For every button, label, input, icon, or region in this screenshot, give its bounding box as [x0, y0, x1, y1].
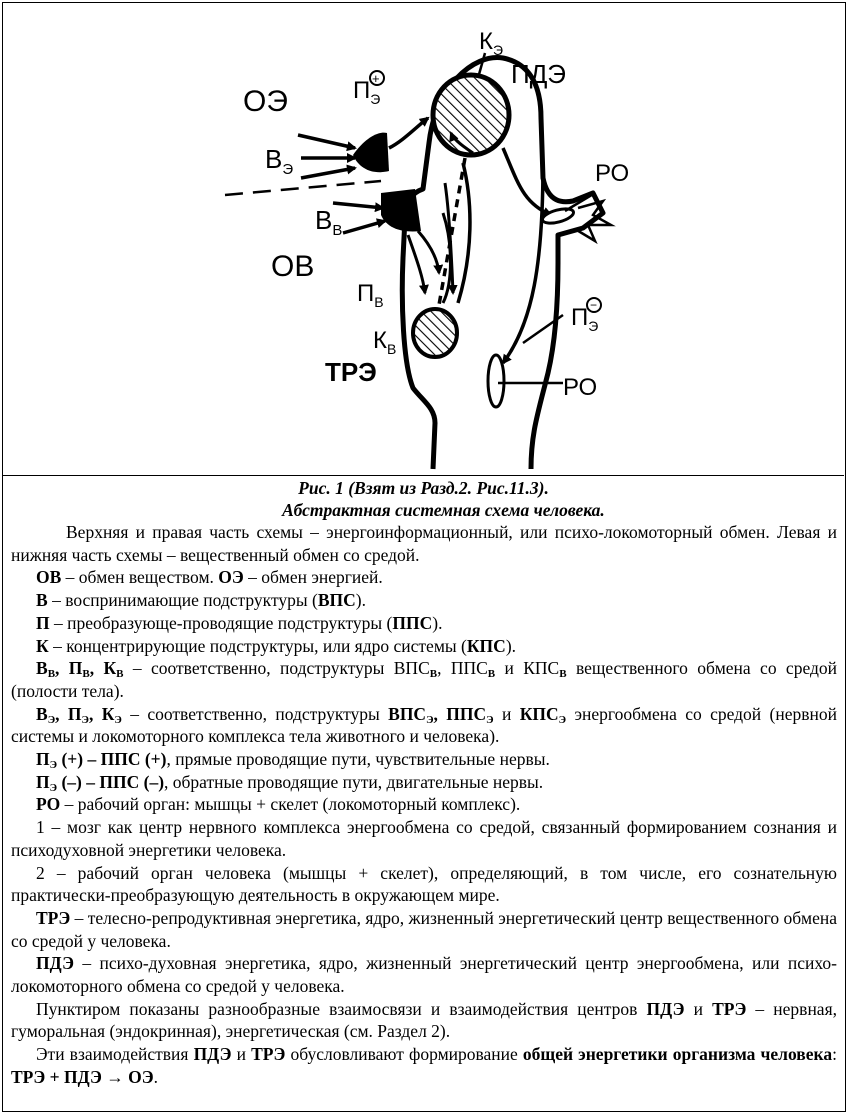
def-pe-plus: ПЭ (+) – ППС (+), прямые проводящие пути…: [36, 749, 550, 772]
label-ro-bottom: РО: [563, 374, 597, 401]
description-cell: Рис. 1 (Взят из Разд.2. Рис.11.3). Абстр…: [3, 477, 844, 1089]
figure-cell: ОЭ ОВ ВЭ ВВ ПЭ + ПЭ − ПВ КЭ КВ ПДЭ ТРЭ Р…: [3, 3, 844, 476]
label-kv: КВ: [373, 327, 396, 357]
minus-circle: [586, 297, 602, 313]
item-1: 1 – мозг как центр нервного комплекса эн…: [11, 817, 837, 860]
item-2: 2 – рабочий орган человека (мышцы + скел…: [11, 862, 837, 906]
def-pde: ПДЭ – психо-духовная энергетика, ядро, ж…: [11, 953, 837, 997]
dotted-note: Пунктиром показаны разнообразные взаимос…: [11, 998, 838, 1042]
def-tre: ТРЭ – телесно-репродуктивная энергетика,…: [11, 907, 837, 951]
label-ro-top: РО: [595, 160, 629, 187]
final-paragraph: Эти взаимодействия ПДЭ и ТРЭ обусловлива…: [11, 1044, 837, 1087]
label-pe-minus: ПЭ: [571, 304, 598, 334]
tre-core: [411, 307, 459, 359]
def-k: К – концентрирующие подструктуры, или яд…: [36, 635, 517, 656]
system-diagram: ОЭ ОВ ВЭ ВВ ПЭ + ПЭ − ПВ КЭ КВ ПДЭ ТРЭ Р…: [224, 28, 629, 470]
def-b: В – воспринимающие подструктуры (ВПС).: [36, 590, 366, 611]
label-ov: ОВ: [271, 250, 314, 283]
def-pe-minus: ПЭ (–) – ППС (–), обратные проводящие пу…: [36, 771, 544, 794]
def-p: П – преобразующе-проводящие подструктуры…: [36, 612, 443, 633]
minus-sign: −: [590, 298, 597, 312]
working-organ-bottom: [486, 353, 506, 409]
label-pde: ПДЭ: [511, 59, 566, 89]
label-pe-plus: ПЭ: [353, 77, 380, 107]
label-tre: ТРЭ: [325, 357, 377, 387]
figure-caption-line1: Рис. 1 (Взят из Разд.2. Рис.11.3).: [298, 478, 549, 498]
label-ke: КЭ: [479, 28, 503, 58]
figure-caption-line2: Абстрактная системная схема человека.: [282, 500, 605, 520]
plus-sign: +: [372, 71, 380, 86]
dotted-link: [437, 157, 467, 306]
sensory-node-matter: [381, 189, 421, 232]
def-matter-substructures: ВВ, ПВ, КВ – соответственно, подструктур…: [11, 658, 838, 701]
def-ov-oe: ОВ – обмен веществом. ОЭ – обмен энергие…: [36, 567, 383, 588]
label-vv: ВВ: [315, 205, 342, 239]
label-ve: ВЭ: [265, 144, 293, 178]
body-outline: [399, 55, 606, 470]
def-ro: РО – рабочий орган: мышцы + скелет (локо…: [36, 794, 521, 815]
def-energy-substructures: ВЭ, ПЭ, КЭ – соответственно, подструктур…: [11, 703, 837, 747]
label-oe: ОЭ: [243, 85, 288, 118]
pde-core: [430, 72, 512, 158]
intro-paragraph: Верхняя и правая часть схемы – энергоинф…: [11, 522, 837, 565]
label-pv: ПВ: [357, 280, 384, 310]
plus-circle: [369, 70, 385, 86]
sensory-node-energy: [353, 132, 389, 173]
